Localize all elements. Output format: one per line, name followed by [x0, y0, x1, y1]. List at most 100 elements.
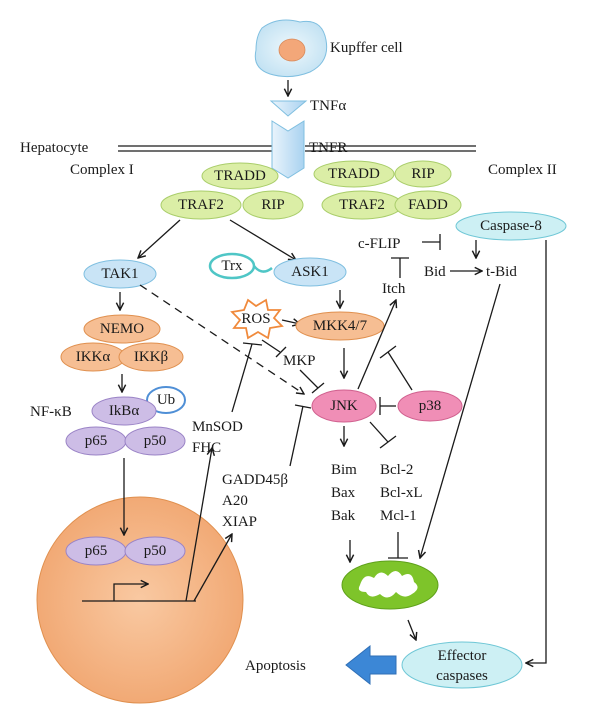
node-ros-label: ROS: [241, 311, 270, 327]
tnfr-label: TNFR: [309, 140, 347, 156]
edge-mkp-jnk: [299, 369, 319, 389]
fhc-label: FHC: [192, 440, 221, 456]
edge-mnsod-ros-bar: [242, 342, 263, 346]
node-p65-cyto-label: p65: [85, 433, 108, 449]
node-p50-nuc: [124, 536, 186, 566]
edge-tbid-mito: [420, 283, 501, 558]
node-tradd-2-label: TRADD: [328, 166, 380, 182]
itch-label: Itch: [382, 281, 406, 297]
cell-membrane: [118, 145, 476, 152]
nfkb-label: NF-κB: [30, 404, 72, 420]
edge-traf2-tak1: [138, 219, 181, 258]
node-p65-nuc-label: p65: [85, 543, 108, 559]
node-ikba: [91, 396, 157, 426]
edge-ros-mkp: [261, 339, 281, 353]
node-p50-cyto: [124, 426, 186, 456]
nucleus: [36, 496, 244, 704]
edge-casp8-effector: [526, 240, 547, 663]
node-fadd: [394, 190, 462, 220]
node-jnk: [311, 389, 377, 423]
bid-label: Bid: [424, 264, 446, 280]
node-ikkb-label: IKKβ: [134, 349, 168, 365]
apoptosis-label: Apoptosis: [245, 658, 306, 674]
a20-label: A20: [222, 493, 248, 509]
node-traf2-1: [160, 190, 242, 220]
edge-jnk-bcl2-bar: [379, 435, 397, 449]
complex-i: TRADD TRAF2 RIP: [160, 162, 304, 220]
complex1-label: Complex I: [70, 162, 134, 178]
node-tradd-1: [201, 162, 279, 190]
mitochondrion: [341, 560, 439, 610]
node-p38: [397, 390, 463, 422]
bcl2-label: Bcl-2: [380, 462, 413, 478]
kupffer-label: Kupffer cell: [330, 40, 403, 56]
node-tak1-label: TAK1: [101, 266, 138, 282]
node-ros: [230, 298, 284, 340]
node-p50-cyto-label: p50: [144, 433, 167, 449]
node-p50-nuc-label: p50: [144, 543, 167, 559]
mcl1-label: Mcl-1: [380, 508, 417, 524]
edge-mnsod-ros: [231, 343, 253, 413]
node-tak1: [83, 259, 157, 289]
node-nemo: [83, 314, 161, 344]
edge-gene-mnsod: [185, 448, 212, 602]
node-tradd-2: [313, 160, 395, 188]
edge-jnk-bcl2: [369, 421, 389, 443]
node-rip-2: [394, 160, 452, 188]
node-ub-label: Ub: [157, 392, 175, 408]
tnfa-ligand: [269, 100, 308, 117]
node-rip-1: [242, 190, 304, 220]
edge-p38-mkk-bar: [379, 345, 397, 359]
node-caspase-8-label: Caspase-8: [480, 218, 542, 234]
node-p38-label: p38: [419, 398, 442, 414]
node-effector-caspases: [401, 641, 523, 689]
bax-label: Bax: [331, 485, 356, 501]
edge-jnk-itch: [357, 300, 396, 390]
bim-label: Bim: [331, 462, 357, 478]
tnfa-label: TNFα: [310, 98, 346, 114]
node-caspase-8: [455, 211, 567, 241]
node-traf2-1-label: TRAF2: [178, 197, 224, 213]
trx-bond: [253, 265, 273, 273]
node-nemo-label: NEMO: [100, 321, 144, 337]
node-mkk47: [295, 311, 385, 341]
complex2-label: Complex II: [488, 162, 557, 178]
node-ask1-label: ASK1: [291, 264, 329, 280]
mkp-label: MKP: [283, 353, 316, 369]
node-mkk47-label: MKK4/7: [313, 318, 368, 334]
edge-ros-mkp-bar: [275, 346, 287, 358]
xiap-label: XIAP: [222, 514, 257, 530]
node-ikba-label: IkBα: [109, 403, 140, 419]
node-effector-line2: caspases: [436, 668, 488, 684]
gene-promoter: [82, 584, 196, 602]
gadd45b-label: GADD45β: [222, 472, 288, 488]
bak-label: Bak: [331, 508, 356, 524]
edge-tak1-jnk: [139, 284, 304, 394]
edge-p38-mkk: [387, 351, 413, 391]
mnsod-label: MnSOD: [192, 419, 243, 435]
node-rip-2-label: RIP: [411, 166, 434, 182]
edge-gadd-jnk-bar: [294, 404, 312, 409]
node-effector-line1: Effector: [438, 648, 487, 664]
node-ikkb: [118, 342, 184, 372]
tnfr-receptor: [271, 120, 305, 179]
edge-mito-effector: [407, 619, 416, 640]
node-fadd-label: FADD: [408, 197, 448, 213]
complex-ii: TRADD RIP TRAF2 FADD: [313, 160, 462, 220]
node-tradd-1-label: TRADD: [214, 168, 266, 184]
edge-gadd-jnk: [289, 405, 304, 467]
edge-traf2-ask1: [229, 219, 296, 260]
node-jnk-label: JNK: [330, 398, 358, 414]
node-ask1: [273, 257, 347, 287]
edge-mkp-jnk-bar: [311, 382, 325, 394]
cflip-label: c-FLIP: [358, 236, 401, 252]
tbid-label: t-Bid: [486, 264, 517, 280]
hepatocyte-label: Hepatocyte: [20, 140, 89, 156]
bclxl-label: Bcl-xL: [380, 485, 423, 501]
kupffer-cell: [254, 19, 328, 78]
node-ikka-label: IKKα: [76, 349, 111, 365]
node-trx-label: Trx: [221, 258, 243, 274]
node-ub: [146, 386, 186, 414]
